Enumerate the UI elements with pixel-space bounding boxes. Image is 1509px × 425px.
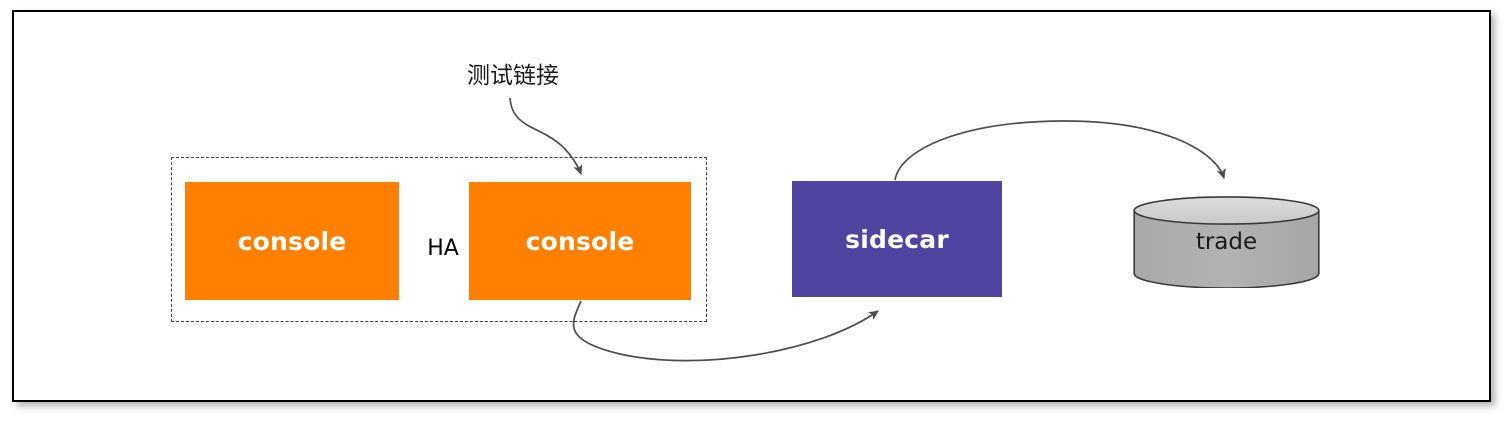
cylinder-shape-icon bbox=[1133, 196, 1320, 288]
ha-connector-label-text: HA bbox=[427, 235, 459, 261]
annotation-test-link-text: 测试链接 bbox=[467, 63, 559, 89]
node-console-primary[interactable]: console bbox=[185, 182, 399, 300]
node-console-primary-label: console bbox=[237, 226, 347, 256]
annotation-test-link-label: 测试链接 bbox=[443, 56, 583, 90]
ha-group-container[interactable] bbox=[171, 157, 707, 322]
node-console-standby[interactable]: console bbox=[469, 182, 691, 300]
node-console-standby-label: console bbox=[525, 226, 635, 256]
node-datastore-trade-label: trade bbox=[1195, 229, 1258, 255]
node-sidecar-label: sidecar bbox=[845, 224, 949, 254]
node-datastore-trade[interactable]: trade bbox=[1133, 196, 1320, 288]
ha-connector-label: HA bbox=[405, 232, 481, 264]
node-sidecar[interactable]: sidecar bbox=[792, 181, 1002, 297]
node-datastore-trade-label-wrap: trade bbox=[1133, 196, 1320, 288]
